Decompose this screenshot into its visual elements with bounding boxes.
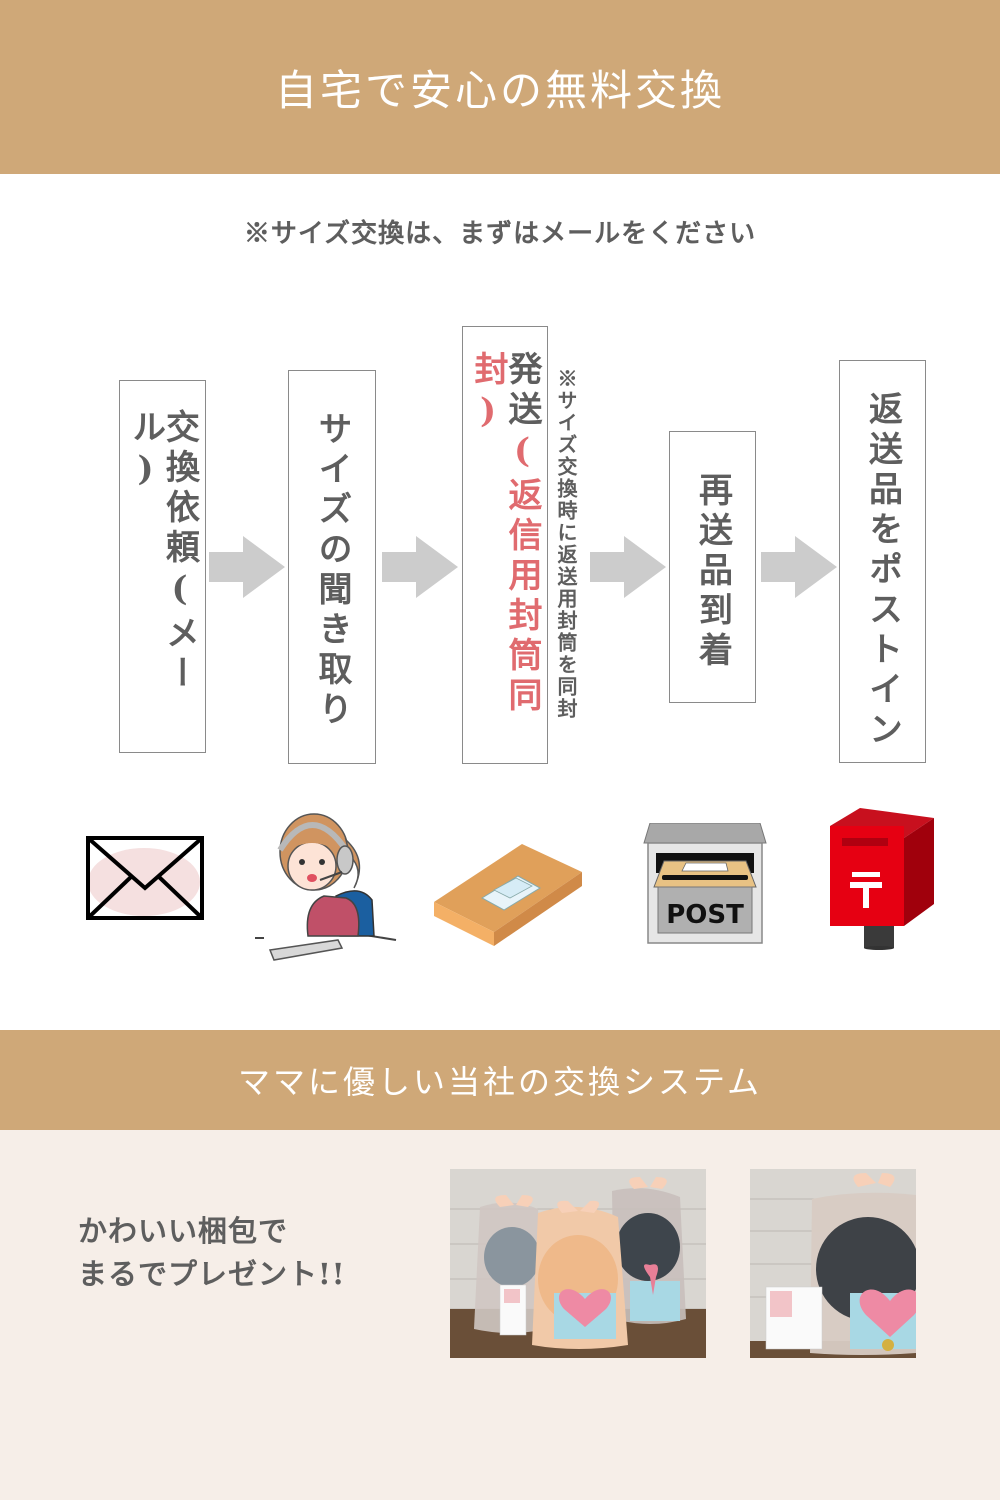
envelope-icon [86, 836, 204, 920]
step-3-return-envelope-label: (返信用封筒同封) [468, 351, 542, 717]
header-banner: 自宅で安心の無料交換 [0, 0, 1000, 174]
japan-post-box-icon [830, 808, 934, 950]
size-exchange-notice: ※サイズ交換は、まずはメールをください [243, 219, 757, 249]
section-title: ママに優しい当社の交換システム [237, 1063, 763, 1101]
step-3-main-label: 発送 [502, 351, 542, 431]
step-2-size-hearing: サイズの聞き取り [288, 370, 376, 764]
gift-bag-single-photo [750, 1169, 916, 1358]
mailbox-icon: POST [643, 823, 767, 944]
arrow-right-icon [209, 536, 285, 598]
step-4-reshipment-arrival: 再送品到着 [669, 431, 756, 703]
arrow-right-icon [590, 536, 666, 598]
operator-with-headset-icon [255, 813, 397, 961]
exchange-system-banner: ママに優しい当社の交換システム [0, 1030, 1000, 1130]
arrow-right-icon [382, 536, 458, 598]
step-3-shipping: 発送(返信用封筒同封) [462, 326, 548, 764]
arrow-right-icon [761, 536, 837, 598]
parcel-box-icon [434, 844, 582, 946]
mailbox-post-label: POST [666, 900, 744, 930]
gift-wrapping-tagline: かわいい梱包で まるでプレゼント!! [78, 1214, 346, 1291]
gift-bags-three-photo [450, 1169, 706, 1358]
page-title: 自宅で安心の無料交換 [274, 65, 725, 115]
step-3-note: ※サイズ交換時に返送用封筒を同封 [554, 368, 578, 720]
step-1-exchange-request: 交換依頼(メール) [119, 380, 206, 753]
step-5-post-return-item: 返送品をポストイン [839, 360, 926, 763]
